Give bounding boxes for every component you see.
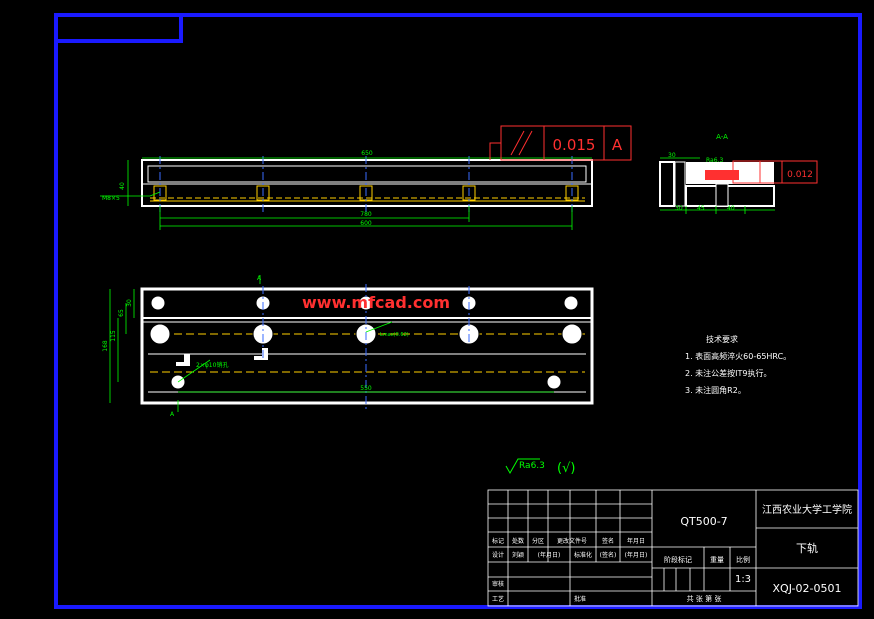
front-tolerance-datum: A <box>612 136 623 154</box>
title-scale: 1:3 <box>735 574 751 585</box>
front-length-dim: 600 <box>360 220 372 227</box>
top-section-label-a-bottom: A <box>170 411 175 418</box>
header-cell-5: 签名 <box>602 537 614 545</box>
section-dim-3: 40 <box>727 205 735 212</box>
design-cell-2: 刘颖 <box>512 551 524 559</box>
section-tolerance-value: 0.012 <box>787 170 813 180</box>
check-label: 审核 <box>492 580 504 588</box>
design-cell-3: (年月日) <box>538 551 561 559</box>
title-scale-label: 比例 <box>736 555 750 564</box>
front-tolerance-value: 0.015 <box>553 136 596 154</box>
header-cell-3: 分区 <box>532 537 544 545</box>
design-cell-6: (年月日) <box>625 551 648 559</box>
watermark: www.mfcad.com <box>302 293 450 312</box>
approve-label: 批准 <box>574 595 586 603</box>
header-cell-6: 年月日 <box>627 537 645 545</box>
front-overall-dim: 650 <box>361 150 373 157</box>
corner-tab <box>54 13 183 43</box>
design-cell-4: 标准化 <box>574 551 592 559</box>
outer-border <box>54 13 862 609</box>
header-cell-2: 处数 <box>512 537 524 545</box>
tech-req-item-1: 1. 表面高频淬火60-65HRC。 <box>685 351 791 361</box>
section-dim-2: 45 <box>697 205 705 212</box>
section-title: A-A <box>716 133 728 141</box>
tech-req-item-2: 2. 未注公差按IT9执行。 <box>685 368 772 378</box>
section-top-dim: 30 <box>668 152 676 159</box>
general-roughness-symbol: (√) <box>557 461 575 476</box>
tech-req-title: 技术要求 <box>706 334 738 344</box>
title-weight-label: 重量 <box>710 556 724 564</box>
top-hole-note: 2×φ10销孔 <box>196 361 228 369</box>
top-view <box>109 275 594 412</box>
title-material: QT500-7 <box>680 515 727 528</box>
tech-req-item-3: 3. 未注圆角R2。 <box>685 385 746 395</box>
design-cell-5: (签名) <box>600 551 617 559</box>
section-dim-1: 30 <box>675 205 683 212</box>
top-section-label-a: A <box>257 275 262 282</box>
top-hole-note-2: Lmax(0.62) <box>380 332 409 338</box>
header-cell-4: 更改文件号 <box>557 537 587 545</box>
top-length-dim: 550 <box>360 385 372 392</box>
title-block <box>487 489 859 607</box>
title-stage-label: 阶段标记 <box>664 555 692 564</box>
title-part-name: 下轨 <box>796 541 818 555</box>
top-dim-30: 30 <box>126 299 133 307</box>
top-dim-65: 65 <box>118 309 125 317</box>
front-pitch-dim: 780 <box>360 211 372 218</box>
section-roughness: Ra6.3 <box>706 157 723 164</box>
title-school: 江西农业大学工学院 <box>762 503 852 516</box>
top-dim-115: 115 <box>110 330 117 342</box>
process-label: 工艺 <box>492 595 504 603</box>
front-height-dim: 40 <box>119 182 126 190</box>
front-side-note: M8×5 <box>102 195 120 202</box>
front-view <box>100 125 632 230</box>
general-roughness-value: Ra6.3 <box>519 461 545 471</box>
section-view <box>659 157 818 214</box>
top-dim-168: 168 <box>102 340 109 352</box>
header-cell-1: 标记 <box>492 537 504 545</box>
title-drawing-no: XQJ-02-0501 <box>773 582 842 595</box>
design-cell-1: 设计 <box>492 551 504 559</box>
title-sheet-label: 共 张 第 张 <box>687 594 722 603</box>
roughness-symbol-icon <box>505 458 540 475</box>
